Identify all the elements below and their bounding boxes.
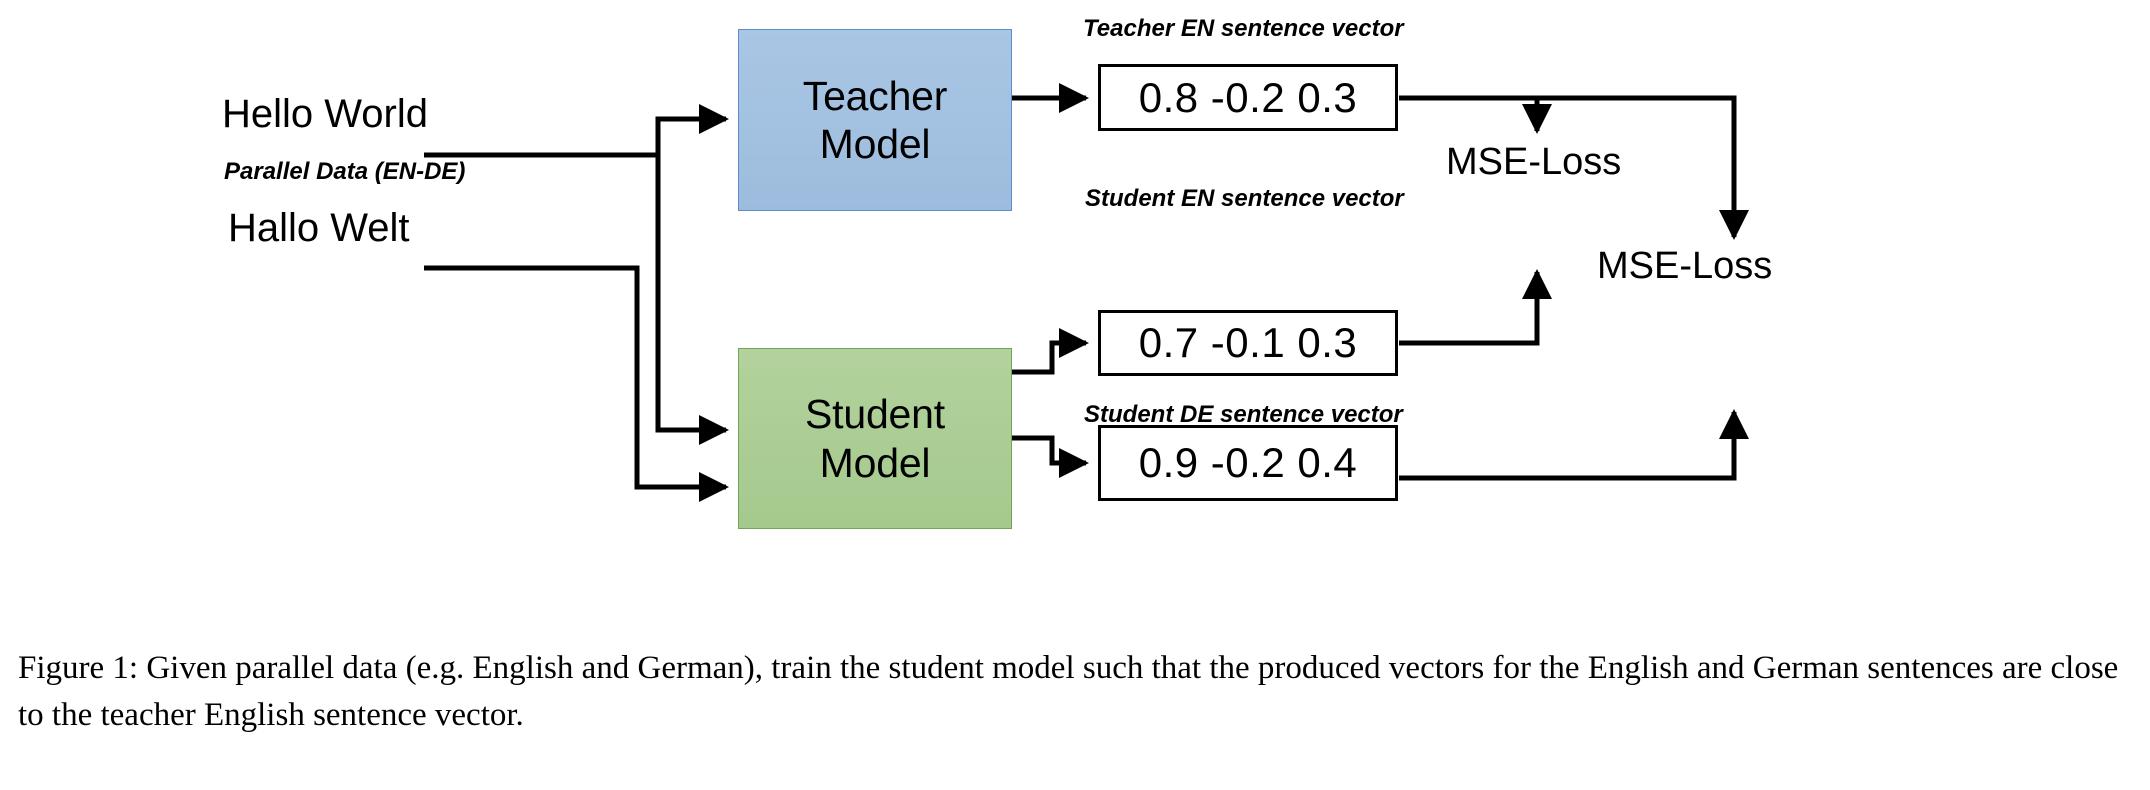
edge-student-en-vector-to-loss1: [1399, 269, 1552, 346]
edge-student-de-vector-to-loss2: [1399, 409, 1749, 481]
figure-caption: Figure 1: Given parallel data (e.g. Engl…: [18, 650, 2119, 733]
student-de-vector-label: Student DE sentence vector: [1084, 401, 1403, 428]
input-sentence-en: Hello World: [222, 92, 428, 136]
edge-hello-world-to-student: [655, 155, 729, 445]
edge-teacher-vector-to-loss1: [1399, 95, 1552, 134]
edge-student-to-student-en-vector: [1012, 328, 1089, 375]
diagram-connectors: [424, 83, 1749, 502]
teacher-model-label-line1: Teacher: [802, 72, 948, 119]
student-en-vector-label: Student EN sentence vector: [1085, 185, 1404, 212]
teacher-en-vector-label: Teacher EN sentence vector: [1083, 15, 1404, 42]
input-sentence-de: Hallo Welt: [228, 206, 410, 250]
edge-teacher-vector-to-loss2: [1537, 95, 1749, 240]
student-model-label-line1: Student: [805, 391, 945, 438]
edge-hallo-welt-to-student: [424, 265, 729, 502]
student-en-vector-box: 0.7 -0.1 0.3: [1098, 310, 1398, 376]
teacher-model-label-line2: Model: [819, 121, 931, 167]
edge-hello-world-to-teacher: [655, 104, 729, 155]
teacher-en-vector-box: 0.8 -0.2 0.3: [1098, 64, 1398, 131]
student-model-box: Student Model: [738, 348, 1012, 529]
edge-student-to-student-de-vector: [1012, 435, 1089, 478]
figure-diagram: Hello World Hallo Welt Parallel Data (EN…: [222, 15, 1773, 529]
student-de-vector-box: 0.9 -0.2 0.4: [1098, 425, 1398, 501]
mse-loss-label-2: MSE-Loss: [1597, 245, 1773, 287]
student-model-label-line2: Model: [819, 439, 931, 486]
teacher-model-box: Teacher Model: [738, 29, 1012, 211]
parallel-data-label: Parallel Data (EN-DE): [224, 158, 466, 185]
mse-loss-label-1: MSE-Loss: [1446, 141, 1622, 183]
